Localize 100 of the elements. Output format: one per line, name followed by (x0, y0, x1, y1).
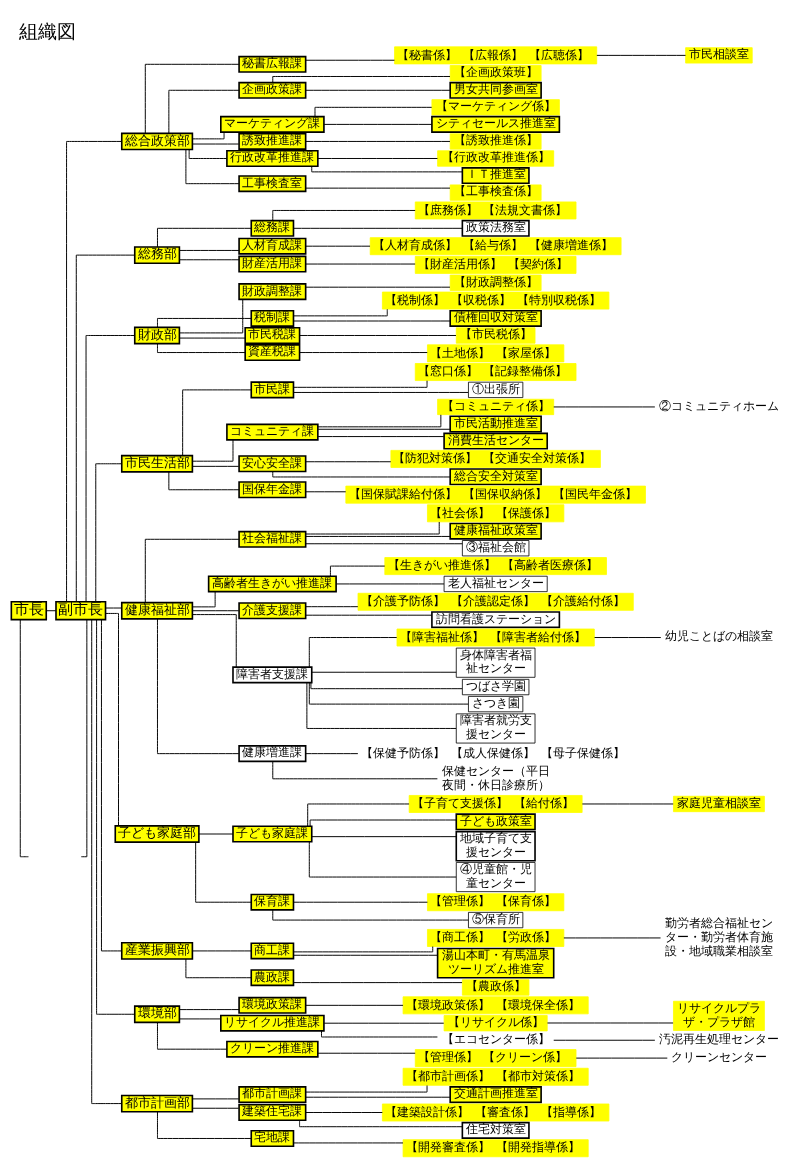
node-box: 障害者支援課 (232, 666, 313, 684)
node-box: 【農政係】 (461, 979, 530, 996)
node-box: 副市長 (55, 601, 107, 621)
node-text: クリーンセンター (670, 1049, 767, 1064)
node-box: 家庭児童相談室 (673, 795, 765, 813)
node-box: コミュニティ課 (226, 423, 319, 441)
node-box: 【建築設計係】 【審査係】 【指導係】 (382, 1103, 610, 1122)
connector (182, 389, 252, 457)
connector (594, 637, 662, 638)
node-box: 健康福祉部 (120, 601, 194, 620)
node-box: ①出張所 (468, 381, 524, 398)
node-box: 【窓口係】 【記録整備係】 (414, 363, 577, 381)
node-box: マーケティング課 (220, 115, 325, 133)
node-text: 幼児ことばの相談室 (664, 629, 773, 644)
connector (192, 610, 240, 612)
node-box: 訪問看護ステーション (431, 611, 561, 629)
node-box: クリーン推進課 (226, 1040, 319, 1058)
node-box: 地域子育て支援センター (455, 830, 536, 862)
node-box: 【開発審査係】 【開発指導係】 (402, 1139, 589, 1158)
node-box: 【誘致推進係】 (449, 133, 542, 150)
connector (305, 286, 451, 288)
connector (272, 909, 469, 921)
connector (192, 614, 237, 668)
node-box: 【商工係】 【労政係】 (427, 929, 565, 947)
node-box: 行政改革推進課 (226, 149, 319, 167)
node-box: 【リサイクル係】 (443, 1015, 548, 1032)
node-box: 安心安全課 (238, 455, 307, 473)
connector (310, 682, 463, 690)
node-box: 保育課 (250, 893, 295, 911)
connector (19, 619, 29, 858)
connector (91, 619, 123, 1105)
connector (192, 143, 240, 145)
connector (157, 317, 252, 328)
connector (198, 833, 234, 835)
connector (306, 682, 457, 729)
node-box: 【行政改革推進係】 (437, 150, 555, 167)
node-box: 市民活動推進室 (449, 415, 542, 433)
connector (305, 1112, 383, 1113)
node-box: 【税制係】 【収税係】 【特別収税係】 (382, 291, 610, 310)
node-box: 高齢者生きがい推進課 (207, 575, 337, 593)
connector (321, 1030, 438, 1038)
connector (179, 337, 246, 339)
node-box: 市民税課 (244, 326, 301, 344)
connector (272, 471, 451, 478)
connector (66, 140, 123, 603)
node-box: 【市民税係】 (455, 327, 536, 344)
connector (305, 89, 451, 91)
node-box: 社会福祉課 (238, 530, 307, 548)
connector (293, 308, 388, 317)
node-box: 【障害福祉係】 【障害者給付係】 (396, 628, 595, 647)
connector (96, 619, 136, 1015)
connector (305, 59, 395, 61)
connector (305, 263, 416, 265)
connector (305, 535, 451, 537)
node-box: 秘書広報課 (238, 55, 307, 73)
node-box: 建築住宅課 (238, 1104, 307, 1122)
connector (272, 209, 416, 221)
connector (314, 106, 433, 118)
connector (45, 610, 57, 612)
connector (305, 245, 371, 247)
node-text: 【エコセンター係】 (441, 1032, 550, 1047)
node-box: 政策法務室 (461, 219, 530, 237)
connector (195, 841, 252, 903)
node-box: 宅地課 (250, 1129, 295, 1147)
connector (299, 335, 457, 336)
node-box: 【コミュニティ係】 (437, 398, 555, 416)
node-box: つばさ学園 (461, 678, 530, 696)
connector (192, 1098, 240, 1100)
node-box: 債権回収対策室 (449, 309, 542, 327)
node-box: 市民相談室 (685, 47, 753, 64)
connector (293, 320, 451, 322)
connector (293, 946, 434, 953)
connector (317, 428, 451, 430)
connector (179, 249, 240, 251)
node-box: 都市計画課 (238, 1086, 307, 1104)
connector (192, 465, 240, 467)
connector (179, 259, 240, 261)
connector (323, 1022, 445, 1024)
node-box: ④児童館・児童センター (455, 862, 536, 893)
connector (185, 958, 252, 979)
connector (293, 982, 463, 984)
node-box: 【管理係】 【クリーン係】 (414, 1049, 577, 1068)
node-box: リサイクルプラザ・プラザ館 (673, 1000, 765, 1031)
node-text: 保健センター（平日夜間・休日診療所） (441, 763, 550, 792)
connector (317, 414, 442, 428)
node-box: 総務課 (250, 219, 295, 237)
node-box: 子ども家庭部 (114, 825, 200, 843)
node-box: 介護支援課 (238, 602, 307, 620)
connector (293, 954, 439, 956)
connector (272, 76, 451, 83)
node-box: 【人材育成係】 【給与係】 【健康増進係】 (369, 237, 622, 256)
connector (168, 89, 240, 134)
connector (311, 165, 463, 173)
connector (305, 521, 440, 535)
connector (299, 352, 428, 354)
node-box: 【社会係】 【保護係】 (427, 504, 565, 523)
node-box: 財政部 (133, 326, 181, 345)
connector (192, 439, 234, 462)
connector (179, 299, 244, 334)
node-box: 老人福祉センター (443, 575, 548, 593)
